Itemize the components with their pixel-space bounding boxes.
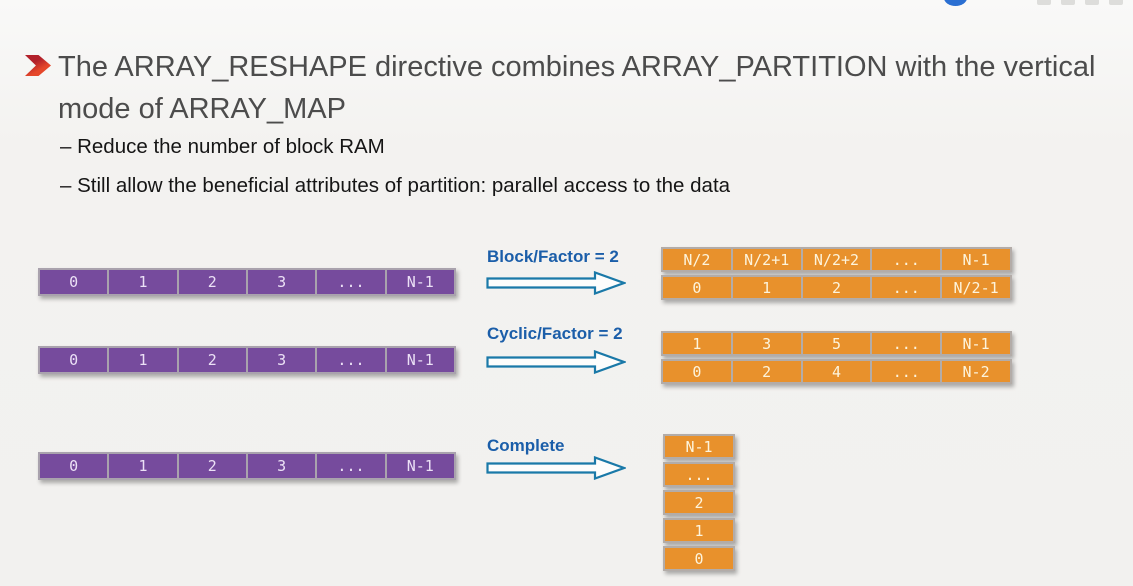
array-cell: 1 [107, 346, 179, 374]
chevron-bullet-icon [25, 55, 51, 76]
reshaped-array-complete: N-1 ... 2 1 0 [663, 434, 735, 571]
array-cell: 1 [730, 275, 803, 300]
array-cell: 1 [661, 331, 733, 356]
slide-title: The ARRAY_RESHAPE directive combines ARR… [58, 51, 1096, 125]
array-cell: ... [315, 346, 387, 374]
array-cell: ... [870, 331, 943, 356]
array-cell: N-1 [384, 346, 456, 374]
table-row: 1 3 5 ... N-1 [661, 331, 1012, 356]
array-cell: N/2+1 [730, 247, 803, 272]
array-cell: N-1 [940, 331, 1012, 356]
array-cell: N-1 [384, 452, 456, 480]
array-cell: N/2-1 [940, 275, 1012, 300]
array-cell: ... [315, 268, 387, 296]
array-cell: 0 [663, 546, 735, 571]
reshaped-array-block: N/2 N/2+1 N/2+2 ... N-1 0 1 2 ... N/2-1 [661, 247, 1012, 300]
array-cell: 3 [245, 452, 318, 480]
transform-label-cyclic: Cyclic/Factor = 2 [487, 324, 623, 343]
logo-dot-icon [944, 0, 967, 6]
array-cell: ... [870, 247, 943, 272]
array-cell: 4 [800, 359, 873, 384]
array-cell: 1 [663, 518, 735, 543]
array-cell: 2 [800, 275, 873, 300]
array-cell: ... [870, 275, 943, 300]
table-row: 0 1 2 ... N/2-1 [661, 275, 1012, 300]
right-arrow-icon [486, 456, 626, 480]
array-cell: N/2 [661, 247, 733, 272]
array-cell: 3 [245, 268, 318, 296]
array-cell: 0 [661, 359, 733, 384]
source-array-block: 0 1 2 3 ... N-1 [38, 268, 456, 296]
transform-label-complete: Complete [487, 436, 565, 455]
logo-letter-fragment [1085, 0, 1099, 5]
logo-letter-fragment [1109, 0, 1123, 5]
array-cell: 0 [661, 275, 733, 300]
bullet-list: – Reduce the number of block RAM – Still… [60, 135, 730, 213]
array-cell: 1 [107, 452, 179, 480]
array-cell: 0 [38, 268, 110, 296]
table-row: N/2 N/2+1 N/2+2 ... N-1 [661, 247, 1012, 272]
array-cell: ... [663, 462, 735, 487]
array-cell: 3 [730, 331, 803, 356]
logo-letter-fragment [1037, 0, 1051, 5]
array-cell: 2 [176, 452, 248, 480]
source-array-complete: 0 1 2 3 ... N-1 [38, 452, 456, 480]
array-cell: 0 [38, 346, 110, 374]
reshaped-array-cyclic: 1 3 5 ... N-1 0 2 4 ... N-2 [661, 331, 1012, 384]
transform-label-block: Block/Factor = 2 [487, 247, 619, 266]
table-row: 0 2 4 ... N-2 [661, 359, 1012, 384]
array-cell: ... [870, 359, 943, 384]
source-array-cyclic: 0 1 2 3 ... N-1 [38, 346, 456, 374]
array-cell: N-1 [940, 247, 1012, 272]
array-cell: ... [315, 452, 387, 480]
array-cell: 1 [107, 268, 179, 296]
array-cell: 5 [800, 331, 873, 356]
bullet-item-2: – Still allow the beneficial attributes … [60, 174, 731, 197]
array-cell: 2 [176, 268, 248, 296]
array-cell: 2 [663, 490, 735, 515]
array-cell: 3 [245, 346, 318, 374]
logo-letter-fragment [1061, 0, 1075, 5]
array-cell: 0 [38, 452, 110, 480]
array-cell: N-2 [940, 359, 1012, 384]
array-cell: 2 [176, 346, 248, 374]
bullet-item-1: – Reduce the number of block RAM [60, 135, 385, 158]
right-arrow-icon [486, 271, 626, 295]
array-cell: N-1 [663, 434, 735, 459]
array-cell: 2 [730, 359, 803, 384]
array-cell: N/2+2 [800, 247, 873, 272]
right-arrow-icon [486, 350, 626, 374]
array-cell: N-1 [384, 268, 456, 296]
